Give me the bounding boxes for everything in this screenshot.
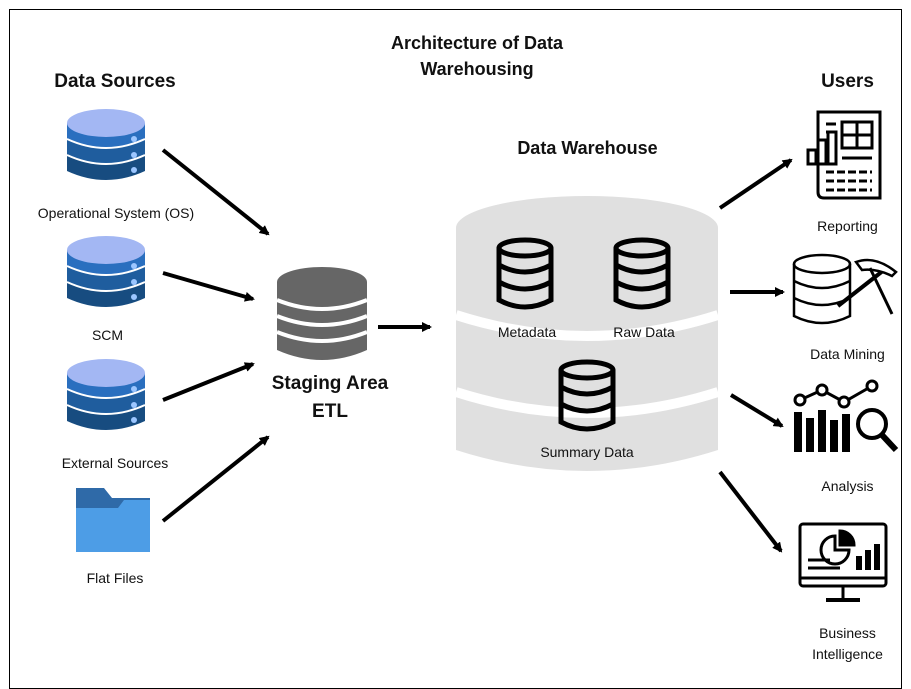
raw-data-label: Raw Data <box>613 324 675 340</box>
diagram-title-line2: Warehousing <box>420 59 534 79</box>
staging-label: Staging Area ETL <box>250 370 410 426</box>
business-intelligence-label: Business Intelligence <box>795 623 900 665</box>
arrow-os-to-staging <box>161 148 270 236</box>
diagram-title: Architecture of Data Warehousing <box>372 30 582 82</box>
database-icon-external <box>66 358 146 431</box>
arrow-scm-to-staging <box>162 271 255 302</box>
staging-database-icon <box>276 267 368 360</box>
arrow-flatfiles-to-staging <box>161 435 270 523</box>
business-intelligence-line2: Intelligence <box>812 646 883 662</box>
data-mining-icon <box>792 253 898 325</box>
source-label-os: Operational System (OS) <box>37 205 195 221</box>
business-intelligence-icon <box>798 522 888 602</box>
reporting-label: Reporting <box>817 218 878 234</box>
staging-label-line1: Staging Area <box>271 373 389 394</box>
folder-icon <box>76 488 150 552</box>
metadata-label: Metadata <box>497 324 557 340</box>
source-label-external: External Sources <box>61 455 169 471</box>
arrow-to-analysis <box>729 393 784 428</box>
staging-label-line2: ETL <box>312 401 348 422</box>
database-icon-os <box>66 108 146 181</box>
business-intelligence-line1: Business <box>819 625 876 641</box>
data-sources-heading: Data Sources <box>54 71 176 92</box>
arrow-to-business-intelligence <box>718 470 783 553</box>
arrow-to-reporting <box>718 158 793 210</box>
source-label-scm: SCM <box>91 327 124 343</box>
analysis-label: Analysis <box>821 478 874 494</box>
database-icon-scm <box>66 235 146 308</box>
report-icon <box>806 110 882 200</box>
analysis-icon <box>793 379 899 453</box>
summary-data-label: Summary Data <box>540 444 634 460</box>
source-label-flat-files: Flat Files <box>86 570 144 586</box>
users-heading: Users <box>821 71 874 92</box>
data-warehouse-heading: Data Warehouse <box>517 138 658 158</box>
data-mining-label: Data Mining <box>810 346 885 362</box>
diagram-title-line1: Architecture of Data <box>390 33 564 53</box>
arrow-external-to-staging <box>162 362 255 402</box>
